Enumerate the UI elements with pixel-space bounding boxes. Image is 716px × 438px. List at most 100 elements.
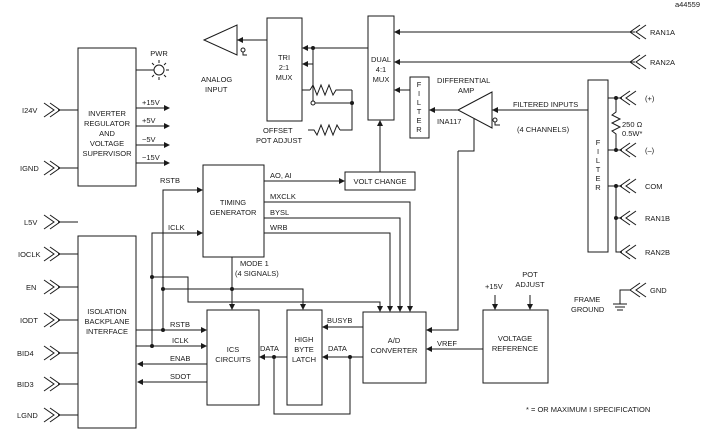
frame-label-1: FRAME (574, 295, 600, 304)
vref-label-2: REFERENCE (492, 344, 538, 353)
label-iodt: IODT (20, 316, 38, 325)
filter-tall-i: I (597, 147, 599, 156)
isolation-interface-block (77, 235, 137, 429)
connector-ioclk (43, 246, 78, 262)
inverter-label-2: REGULATOR (84, 119, 131, 128)
label-minus: (–) (645, 146, 655, 155)
timing-label-2: GENERATOR (210, 208, 257, 217)
connector-minus (619, 142, 637, 158)
footnote: * = OR MAXIMUM I SPECIFICATION (526, 405, 650, 414)
label-l5v: L5V (24, 218, 37, 227)
timing-generator-block (202, 164, 265, 258)
tri-mux-label-3: MUX (276, 73, 293, 82)
label-gnd: GND (650, 286, 667, 295)
label-iclk-low: ICLK (172, 336, 189, 345)
diff-amp-label-2: AMP (458, 86, 474, 95)
label-busyb: BUSYB (327, 316, 352, 325)
label-ignd: IGND (20, 164, 39, 173)
adc-label-1: A/D (388, 336, 401, 345)
isolation-label-1: ISOLATION (87, 307, 126, 316)
latch-label-1: HIGH (295, 335, 314, 344)
label-bid3: BID3 (17, 380, 34, 389)
volt-change-label: VOLT CHANGE (353, 177, 406, 186)
connector-i24v (43, 102, 78, 118)
latch-label-3: LATCH (292, 355, 316, 364)
connector-bid3 (43, 376, 78, 392)
label-lgnd: LGND (17, 411, 38, 420)
connector-lgnd (43, 407, 78, 423)
analog-input-1: ANALOG (201, 75, 232, 84)
diff-amp-label-1: DIFFERENTIAL (437, 76, 490, 85)
analog-input-2: INPUT (205, 85, 228, 94)
label-minus5: −5V (142, 135, 156, 144)
filter-small-l: L (417, 98, 421, 107)
label-iclk-top: ICLK (168, 223, 185, 232)
inverter-label-4: VOLTAGE (90, 139, 124, 148)
dual-mux-block (367, 15, 395, 121)
connector-ran1b (619, 210, 637, 226)
tri-mux-label-2: 2:1 (279, 63, 289, 72)
isolation-label-3: INTERFACE (86, 327, 128, 336)
filter-small-i: I (418, 89, 420, 98)
label-en: EN (26, 283, 36, 292)
label-bid4: BID4 (17, 349, 34, 358)
label-plus: (+) (645, 94, 655, 103)
filter-tall-e: E (595, 174, 600, 183)
label-plus5: +5V (142, 116, 156, 125)
label-plus15: +15V (142, 98, 160, 107)
label-ran2b: RAN2B (645, 248, 670, 257)
filtered-inputs-label: FILTERED INPUTS (513, 100, 578, 109)
channels-label: (4 CHANNELS) (517, 125, 570, 134)
label-sdot: SDOT (170, 372, 191, 381)
tri-mux-label-1: TRI (278, 53, 290, 62)
label-enab: ENAB (170, 354, 190, 363)
differential-amp-icon (456, 91, 493, 129)
label-resistor-1: 250 Ω (622, 120, 643, 129)
connector-ran2a (629, 54, 647, 70)
label-pot-2: ADJUST (515, 280, 545, 289)
filter-tall-f: F (596, 138, 601, 147)
vref-label-1: VOLTAGE (498, 334, 532, 343)
inverter-label-3: AND (99, 129, 115, 138)
ics-circuits-block (206, 309, 260, 406)
label-com: COM (645, 182, 663, 191)
frame-label-2: GROUND (571, 305, 605, 314)
filter-small-t: T (417, 107, 422, 116)
isolation-label-2: BACKPLANE (84, 317, 129, 326)
ics-label-2: CIRCUITS (215, 355, 250, 364)
filter-small-r: R (416, 125, 422, 134)
label-ioclk: IOCLK (18, 250, 41, 259)
label-rstb-top: RSTB (160, 176, 180, 185)
filter-tall-block (587, 79, 609, 253)
connector-ran2b (619, 244, 637, 260)
label-data-1: DATA (260, 344, 279, 353)
connector-gnd (629, 282, 647, 298)
connector-com (619, 178, 637, 194)
connector-plus (619, 90, 637, 106)
ics-label-1: ICS (227, 345, 240, 354)
offset-label-2: POT ADJUST (256, 136, 303, 145)
doc-id: a44559 (675, 0, 700, 9)
timing-label-1: TIMING (220, 198, 246, 207)
pwr-lamp-icon (149, 60, 169, 80)
ad-converter-block (362, 311, 427, 384)
voltage-reference-block (482, 309, 549, 384)
label-mode-2: (4 SIGNALS) (235, 269, 279, 278)
connector-en (43, 279, 78, 295)
inverter-label-5: SUPERVISOR (82, 149, 132, 158)
offset-label-1: OFFSET (263, 126, 293, 135)
ina117-label: INA117 (437, 117, 461, 126)
label-rstb-low: RSTB (170, 320, 190, 329)
label-pot-1: POT (522, 270, 538, 279)
connector-l5v (43, 214, 78, 230)
label-ran2a: RAN2A (650, 58, 675, 67)
label-ran1a: RAN1A (650, 28, 675, 37)
label-minus15: −15V (142, 153, 160, 162)
dual-mux-label-2: 4:1 (376, 65, 386, 74)
label-ao-ai: AO, AI (270, 171, 292, 180)
filter-tall-l: L (596, 156, 600, 165)
label-ran1b: RAN1B (645, 214, 670, 223)
dual-mux-label-1: DUAL (371, 55, 391, 64)
high-byte-latch-block (286, 309, 323, 406)
